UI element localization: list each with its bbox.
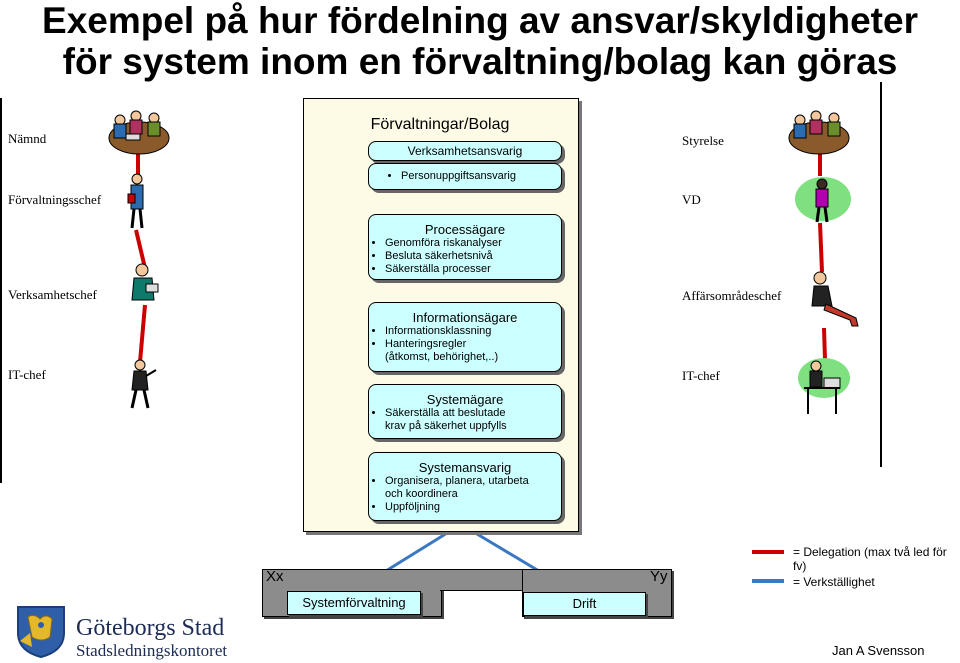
processagare-box: Processägare Genomföra riskanalyser Besl…	[368, 214, 562, 280]
legend-delegation: = Delegation (max två led för fv)	[793, 545, 960, 573]
meeting-group-icon	[786, 108, 852, 158]
processagare-item: Genomföra riskanalyser	[385, 237, 557, 250]
personuppgiftsansvarig-box: Personuppgiftsansvarig	[368, 163, 562, 190]
systemansvarig-box: Systemansvarig Organisera, planera, utar…	[368, 452, 562, 521]
logo-name: Göteborgs Stad	[76, 616, 224, 640]
xx-label: Xx	[266, 568, 284, 585]
role-namnd: Nämnd	[8, 131, 46, 146]
informationsagare-item-cont: (åtkomst, behörighet,..)	[385, 351, 557, 364]
processagare-item: Säkerställa processer	[385, 263, 557, 276]
person-icon	[806, 270, 862, 330]
systemforvaltning-box: Systemförvaltning	[287, 591, 421, 615]
person-icon	[124, 262, 164, 308]
systemansvarig-title: Systemansvarig	[373, 460, 557, 475]
yy-label: Yy	[650, 568, 668, 585]
logo-subtitle: Stadsledningskontoret	[76, 642, 227, 660]
systemansvarig-item: Uppföljning	[385, 501, 557, 514]
legend-verkstallighet: = Verkställighet	[793, 575, 875, 589]
bar-connector	[440, 569, 522, 591]
role-affarsomradeschef: Affärsområdeschef	[682, 288, 781, 303]
role-styrelse: Styrelse	[682, 133, 724, 148]
person-icon	[790, 356, 852, 416]
informationsagare-box: Informationsägare Informationsklassning …	[368, 302, 562, 372]
verksamhetsansvarig-box: Verksamhetsansvarig	[368, 141, 562, 161]
informationsagare-title: Informationsägare	[373, 310, 557, 325]
role-forvaltningsschef: Förvaltningsschef	[8, 192, 101, 207]
role-it-chef-left: IT-chef	[8, 367, 46, 382]
role-verksamhetschef: Verksamhetschef	[8, 287, 97, 302]
panel-heading: Förvaltningar/Bolag	[303, 116, 577, 134]
left-delegation-line-3	[140, 305, 145, 362]
right-delegation-line-2	[820, 223, 822, 272]
processagare-item: Besluta säkerhetsnivå	[385, 250, 557, 263]
person-icon	[794, 174, 852, 224]
systemagare-title: Systemägare	[373, 392, 557, 407]
systemansvarig-item-cont: och koordinera	[385, 488, 557, 501]
goteborg-crest-icon	[12, 603, 70, 659]
drift-box: Drift	[523, 592, 646, 616]
person-icon	[122, 358, 158, 410]
role-it-chef-right: IT-chef	[682, 368, 720, 383]
systemagare-item-cont: krav på säkerhet uppfylls	[385, 420, 557, 433]
personuppgift-item: Personuppgiftsansvarig	[401, 170, 561, 183]
person-icon	[122, 172, 152, 230]
systemagare-box: Systemägare Säkerställa att beslutade kr…	[368, 384, 562, 439]
informationsagare-item: Hanteringsregler	[385, 338, 557, 351]
informationsagare-item: Informationsklassning	[385, 325, 557, 338]
role-vd: VD	[682, 192, 701, 207]
meeting-group-icon	[106, 108, 172, 158]
systemansvarig-item: Organisera, planera, utarbeta	[385, 475, 557, 488]
author-credit: Jan A Svensson	[832, 643, 925, 658]
systemagare-item: Säkerställa att beslutade	[385, 407, 557, 420]
processagare-title: Processägare	[373, 222, 557, 237]
